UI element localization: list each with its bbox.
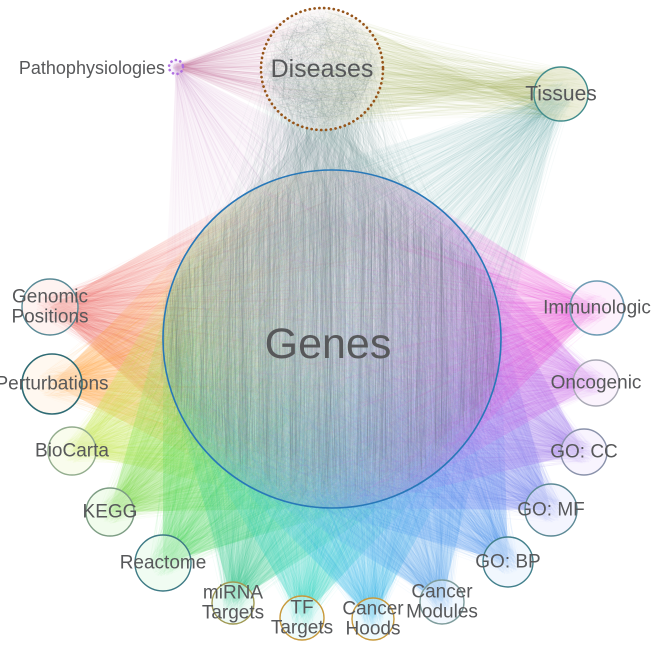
node-genes[interactable] [162,169,502,509]
node-tf_targets[interactable] [279,595,325,641]
node-tint-cancer_modules [420,580,464,624]
node-label-go_bp: GO: BP [475,552,540,573]
node-fill-oncogenic [573,360,619,406]
node-pathophysiologies[interactable] [167,58,185,76]
node-fill-kegg [86,488,134,536]
node-tint-mirna_targets [212,582,254,624]
node-label-biocarta: BioCarta [35,441,109,462]
hairball-genes [160,176,505,503]
node-reactome[interactable] [134,534,192,592]
node-tint-go_cc [561,429,607,475]
node-cancer_hoods[interactable] [351,597,395,641]
node-fill-go_cc [561,429,607,475]
label-layer: Genes Diseases PathophysiologiesTissuesGen… [0,55,651,639]
node-biocarta[interactable] [47,426,97,476]
node-fill-perturbations [22,354,82,414]
node-oncogenic[interactable] [572,359,620,407]
node-label-go_cc: GO: CC [550,442,618,463]
node-fill-cancer_modules [420,580,464,624]
node-tint-oncogenic [573,360,619,406]
genes-veil [163,170,501,508]
node-tint-go_mf [525,484,577,536]
node-label-genes: Genes [265,320,392,368]
node-fill-go_bp [483,537,533,587]
node-go_mf[interactable] [524,483,578,537]
node-tint-go_bp [483,537,533,587]
node-tint-genomic_positions [22,279,78,335]
node-label-go_mf: GO: MF [517,500,585,521]
node-tint-pathophysiologies [169,60,183,74]
node-fill-biocarta [48,427,96,475]
node-label-oncogenic: Oncogenic [551,373,642,394]
node-tint-immunologic [570,281,624,335]
node-fill-reactome [135,535,191,591]
hairball-layer [160,10,505,503]
node-tint-reactome [135,535,191,591]
node-fill-layer [22,8,624,640]
node-fill-immunologic [570,281,624,335]
node-go_bp[interactable] [482,536,534,588]
node-fill-diseases [261,8,383,130]
node-go_cc[interactable] [560,428,608,476]
node-tint-kegg [86,488,134,536]
node-label-diseases: Diseases [271,55,374,83]
node-diseases[interactable] [259,6,385,132]
hairball-diseases [262,10,381,129]
node-genomic_positions[interactable] [21,278,79,336]
node-label-kegg: KEGG [83,502,138,523]
node-fill-mirna_targets [212,582,254,624]
node-mirna_targets[interactable] [211,581,255,625]
node-label-perturbations: Perturbations [0,374,109,395]
node-fill-tf_targets [280,596,324,640]
node-fill-pathophysiologies [169,60,183,74]
node-fill-go_mf [525,484,577,536]
node-tint-tf_targets [280,596,324,640]
node-label-tissues: Tissues [525,83,597,106]
node-label-pathophysiologies: Pathophysiologies [19,58,165,78]
node-tissues[interactable] [533,66,589,122]
node-circle-layer [21,6,625,641]
node-kegg[interactable] [85,487,135,537]
node-label-reactome: Reactome [120,553,207,574]
node-label-immunologic: Immunologic [543,298,651,319]
node-fill-genomic_positions [22,279,78,335]
node-fill-tissues [534,67,588,121]
node-tint-tissues [534,67,588,121]
node-fill-cancer_hoods [352,598,394,640]
node-immunologic[interactable] [569,280,625,336]
node-tint-biocarta [48,427,96,475]
node-perturbations[interactable] [21,353,83,415]
node-tint-perturbations [22,354,82,414]
node-tint-diseases [261,8,383,130]
node-cancer_modules[interactable] [419,579,465,625]
node-tint-cancer_hoods [352,598,394,640]
